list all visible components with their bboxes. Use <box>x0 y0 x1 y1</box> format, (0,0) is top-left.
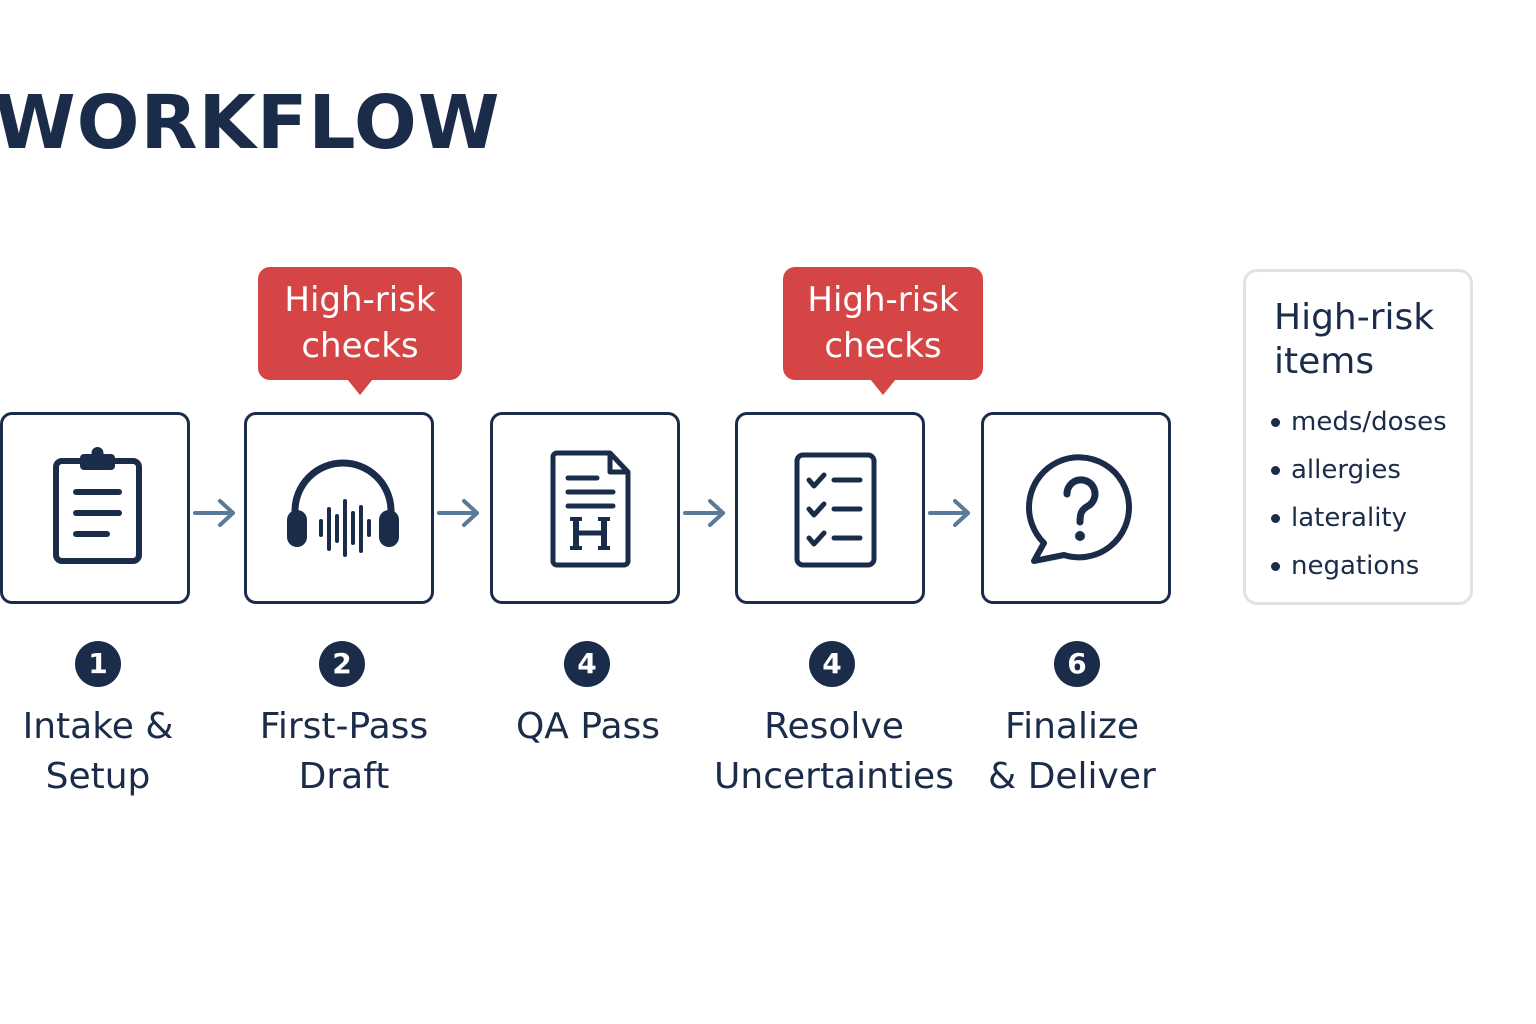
list-item: meds/doses <box>1271 404 1447 452</box>
high-risk-items-list: meds/doses allergies laterality negation… <box>1271 404 1447 596</box>
list-item-label: meds/doses <box>1291 407 1447 437</box>
step-number-badge: 4 <box>809 641 855 687</box>
step-label-first-pass: First-Pass Draft <box>209 702 479 802</box>
callout-pointer <box>870 379 896 395</box>
callout-line1: High-risk <box>284 280 436 320</box>
list-item-label: laterality <box>1291 503 1407 533</box>
list-item: laterality <box>1271 500 1447 548</box>
panel-title: High-risk items <box>1274 296 1434 384</box>
high-risk-items-panel: High-risk items meds/doses allergies lat… <box>1243 269 1473 605</box>
step-box-qa-pass[interactable] <box>490 412 680 604</box>
step-label-intake: Intake & Setup <box>0 702 233 802</box>
step-label-line2: Uncertainties <box>714 756 954 797</box>
step-number-badge: 2 <box>319 641 365 687</box>
clipboard-icon <box>53 447 142 564</box>
bullet-icon <box>1271 418 1280 427</box>
step-label-line1: Resolve <box>764 706 904 747</box>
step-label-finalize: Finalize & Deliver <box>937 702 1207 802</box>
checklist-icon <box>794 452 877 568</box>
arrow-right-icon <box>437 499 479 527</box>
panel-title-line1: High-risk <box>1274 297 1435 338</box>
list-item-label: allergies <box>1291 455 1401 485</box>
step-label-line1: Intake & <box>22 706 174 747</box>
bullet-icon <box>1271 466 1280 475</box>
step-label-line1: Finalize <box>1004 706 1139 747</box>
list-item: negations <box>1271 548 1447 596</box>
arrow-right-icon <box>683 499 725 527</box>
high-risk-callout-1: High-risk checks <box>258 267 462 395</box>
step-box-first-pass[interactable] <box>244 412 434 604</box>
callout-line2: checks <box>824 326 942 366</box>
step-box-finalize[interactable] <box>981 412 1171 604</box>
question-bubble-icon <box>1026 454 1133 564</box>
document-h-icon <box>550 450 631 568</box>
step-number-badge: 4 <box>564 641 610 687</box>
page-title: WORKFLOW <box>0 80 501 166</box>
list-item: allergies <box>1271 452 1447 500</box>
step-label-line1: QA Pass <box>515 706 661 747</box>
headphones-audio-icon <box>287 459 399 557</box>
panel-title-line2: items <box>1274 341 1375 382</box>
bullet-icon <box>1271 514 1280 523</box>
step-number-badge: 6 <box>1054 641 1100 687</box>
high-risk-callout-2: High-risk checks <box>783 267 983 395</box>
step-label-qa-pass: QA Pass <box>453 702 723 752</box>
callout-line2: checks <box>301 326 419 366</box>
list-item-label: negations <box>1291 551 1420 581</box>
step-box-intake[interactable] <box>0 412 190 604</box>
arrow-right-icon <box>193 499 235 527</box>
step-box-resolve[interactable] <box>735 412 925 604</box>
arrow-right-icon <box>928 499 970 527</box>
callout-line1: High-risk <box>807 280 959 320</box>
step-label-line2: Setup <box>45 756 151 797</box>
callout-pointer <box>347 379 373 395</box>
step-label-line2: & Deliver <box>988 756 1156 797</box>
step-label-resolve: Resolve Uncertainties <box>699 702 969 802</box>
step-label-line1: First-Pass <box>259 706 429 747</box>
step-label-line2: Draft <box>298 756 390 797</box>
bullet-icon <box>1271 562 1280 571</box>
step-number-badge: 1 <box>75 641 121 687</box>
